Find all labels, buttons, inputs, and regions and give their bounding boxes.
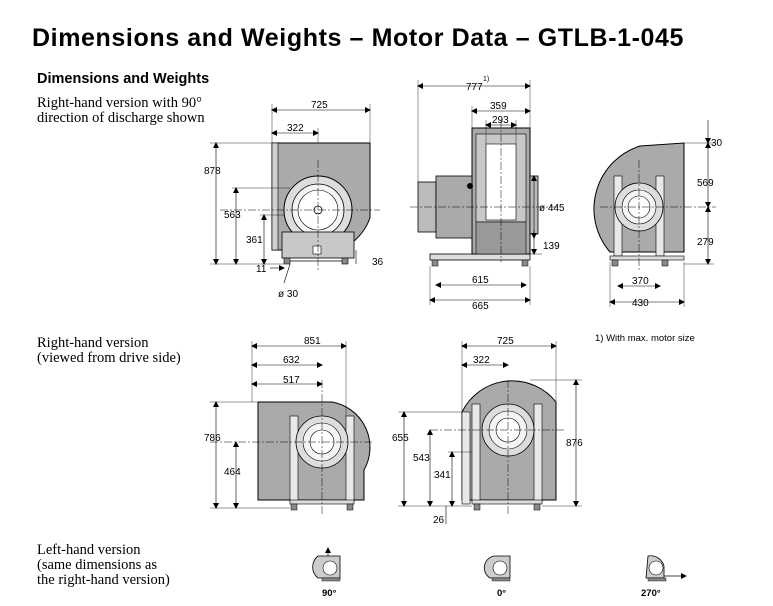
dim-rear-725: 725 (497, 336, 514, 347)
dim-drive-464: 464 (224, 467, 241, 478)
dim-side-878: 878 (204, 166, 221, 177)
dim-rear-341: 341 (434, 470, 451, 481)
dim-front-777: 777 (466, 82, 483, 93)
dim-rear-543: 543 (413, 453, 430, 464)
dim-front-777-note: 1) (483, 76, 489, 83)
caption-line: (same dimensions as (37, 557, 158, 573)
orientation-icon-270: 270° (641, 555, 687, 599)
orientation-icon-0: 0° (483, 555, 511, 599)
dim-side-725: 725 (311, 100, 328, 111)
dim-side-30: ø 30 (278, 289, 298, 300)
dim-front-615: 615 (472, 275, 489, 286)
dim-side-322: 322 (287, 123, 304, 134)
dim-inlet-279: 279 (697, 237, 714, 248)
dim-front-139: 139 (543, 241, 560, 252)
side-view-drawing (210, 104, 380, 284)
orientation-icon-90: 90° (312, 547, 341, 599)
dim-inlet-569: 569 (697, 178, 714, 189)
caption-line: direction of discharge shown (37, 110, 205, 126)
dim-side-36: 36 (372, 257, 384, 268)
caption-rh-discharge: Right-hand version with 90° direction of… (37, 96, 205, 126)
rear-view-drawing (398, 341, 582, 524)
section-heading: Dimensions and Weights (37, 71, 210, 87)
dim-rear-26: 26 (433, 515, 445, 526)
caption-line: Right-hand version with 90° (37, 95, 202, 111)
caption-lh: Left-hand version (same dimensions as th… (37, 543, 170, 588)
orientation-label-0: 0° (497, 588, 506, 599)
dim-inlet-30: 30 (711, 138, 723, 149)
dim-front-665: 665 (472, 301, 489, 312)
dim-rear-655: 655 (392, 433, 409, 444)
dim-inlet-370: 370 (632, 276, 649, 287)
caption-line: Right-hand version (37, 335, 149, 351)
orientation-label-270: 270° (641, 588, 661, 599)
dim-drive-786: 786 (204, 433, 221, 444)
dim-rear-876: 876 (566, 438, 583, 449)
dim-drive-632: 632 (283, 355, 300, 366)
dim-front-359: 359 (490, 101, 507, 112)
dim-drive-851: 851 (304, 336, 321, 347)
footnote: 1) With max. motor size (595, 333, 695, 344)
page-title: Dimensions and Weights – Motor Data – GT… (32, 24, 685, 52)
caption-rh-drive: Right-hand version (viewed from drive si… (37, 336, 181, 366)
dim-side-563: 563 (224, 210, 241, 221)
dim-side-361: 361 (246, 235, 263, 246)
dim-front-445: ø 445 (539, 203, 565, 214)
inlet-view-drawing (593, 120, 716, 307)
caption-line: the right-hand version) (37, 572, 170, 588)
caption-line: (viewed from drive side) (37, 350, 181, 366)
dim-front-293: 293 (492, 115, 509, 126)
dim-drive-517: 517 (283, 375, 300, 386)
dim-side-11: 11 (256, 264, 267, 275)
front-view-drawing (410, 80, 560, 305)
dim-rear-322: 322 (473, 355, 490, 366)
orientation-label-90: 90° (322, 588, 337, 599)
dim-inlet-430: 430 (632, 298, 649, 309)
drive-view-drawing (210, 341, 372, 515)
caption-line: Left-hand version (37, 542, 141, 558)
